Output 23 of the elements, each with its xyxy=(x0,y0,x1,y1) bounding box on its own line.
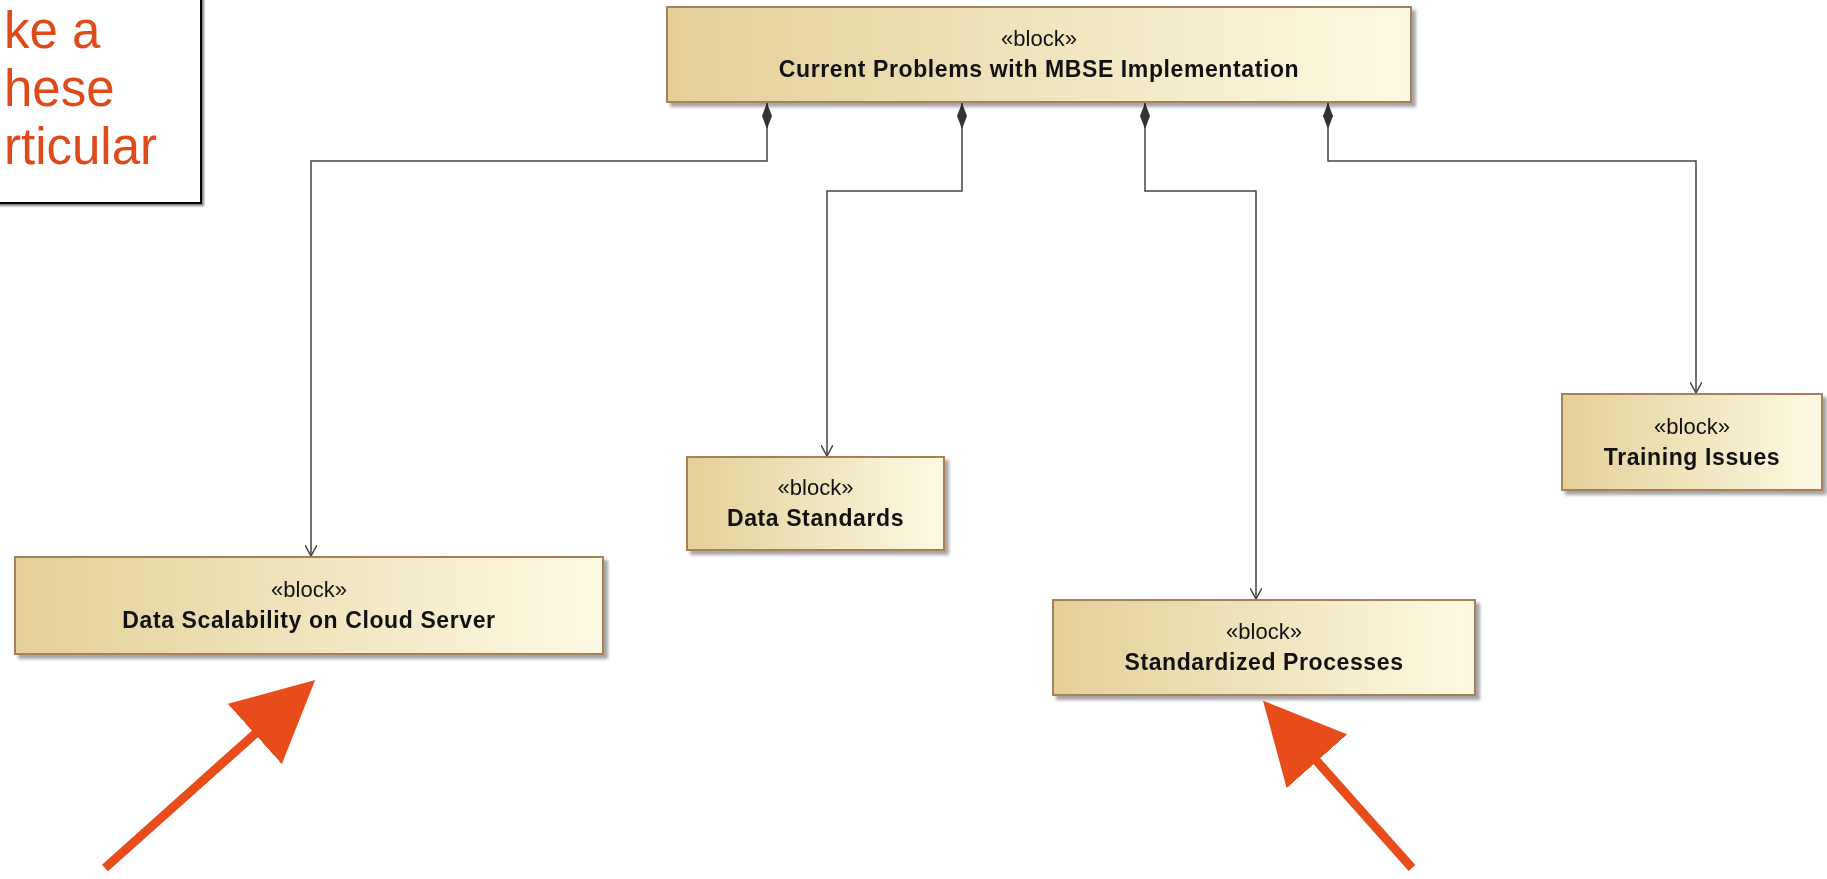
pointer-arrow xyxy=(102,680,316,872)
block-box xyxy=(686,456,945,551)
block-box xyxy=(14,556,604,655)
note-box xyxy=(0,0,202,204)
composition-connector xyxy=(304,102,772,557)
composition-connector xyxy=(1140,102,1263,600)
block-box xyxy=(1561,393,1823,491)
block-box xyxy=(1052,599,1476,696)
stereotype-label: «block» xyxy=(777,475,854,501)
block-box xyxy=(666,6,1412,103)
note-text: ke a hese rticular xyxy=(4,2,159,176)
block-name: Data Standards xyxy=(726,505,905,532)
block-name: Training Issues xyxy=(1603,443,1781,471)
pointer-arrow xyxy=(1263,700,1416,871)
block-name: Standardized Processes xyxy=(1124,649,1404,676)
stereotype-label: «block» xyxy=(271,577,347,603)
stereotype-label: «block» xyxy=(1654,413,1730,440)
composition-connector xyxy=(820,102,967,457)
stereotype-label: «block» xyxy=(1001,26,1077,52)
stereotype-label: «block» xyxy=(1226,619,1302,645)
composition-connector xyxy=(1323,102,1703,394)
block-name: Data Scalability on Cloud Server xyxy=(122,607,496,634)
block-name: Current Problems with MBSE Implementation xyxy=(778,56,1300,83)
